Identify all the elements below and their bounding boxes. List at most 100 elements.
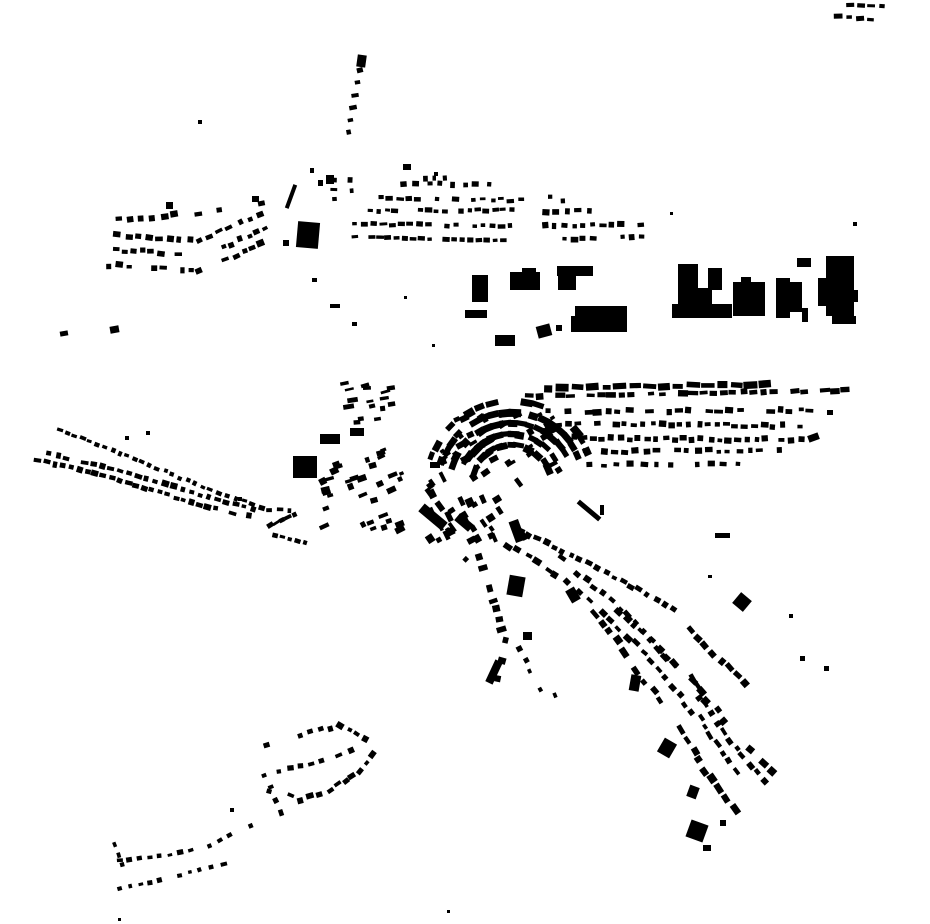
building-historic-core — [508, 459, 516, 466]
building-east-residential — [686, 381, 701, 388]
building-east-residential — [705, 409, 714, 414]
building-southwest-hamlet — [247, 822, 254, 829]
building-east-residential — [647, 391, 655, 396]
building-south-valley — [629, 621, 638, 630]
building-east-residential — [685, 421, 691, 428]
building-historic-core — [498, 412, 506, 419]
building-southwest-hamlet — [146, 879, 153, 886]
building-south-valley — [717, 656, 727, 667]
building-west-road — [84, 468, 92, 475]
building-north-strip — [393, 235, 400, 240]
building-south-valley — [512, 544, 522, 554]
building-north-strip — [574, 207, 582, 213]
building-south-valley — [724, 661, 735, 673]
building-west-road — [302, 539, 308, 546]
building-southwest-hamlet — [187, 869, 193, 875]
building-west-road — [62, 455, 70, 462]
building-north-strip — [347, 177, 353, 183]
building-south-valley — [589, 583, 598, 592]
building-north-strip — [506, 198, 515, 204]
building-southwest-hamlet — [167, 853, 173, 857]
building-west-civic — [359, 520, 367, 529]
building-north-residential — [169, 210, 179, 218]
building-north-civic — [295, 221, 321, 249]
building-east-residential — [574, 421, 582, 426]
building-east-residential — [625, 407, 634, 413]
building-south-valley — [734, 745, 741, 752]
building-north-strip — [378, 194, 384, 200]
building-historic-core — [572, 450, 582, 461]
building-south-valley — [592, 563, 602, 573]
building-southwest-hamlet — [125, 856, 133, 863]
building-north-residential — [115, 216, 123, 221]
building-south-valley — [477, 563, 489, 572]
building-historic-core — [418, 503, 448, 531]
building-east-residential — [760, 388, 767, 396]
building-west-road — [110, 447, 117, 454]
building-historic-core — [446, 526, 456, 536]
building-south-valley — [688, 675, 699, 686]
building-west-civic — [353, 419, 361, 425]
building-industrial — [495, 335, 515, 346]
building-east-residential — [722, 421, 731, 426]
building-historic-core — [478, 494, 487, 505]
building-southwest-hamlet — [187, 847, 194, 853]
building-historic-core — [444, 510, 454, 523]
building-north-civic — [310, 168, 314, 173]
building-historic-core — [485, 399, 499, 408]
building-north-spur — [347, 117, 354, 123]
building-east-residential — [731, 424, 738, 429]
building-east-residential — [751, 424, 759, 429]
building-west-civic — [320, 434, 340, 444]
building-west-road — [106, 465, 115, 472]
building-west-road — [213, 496, 222, 503]
building-west-civic — [344, 387, 354, 392]
building-historic-core — [491, 494, 503, 505]
building-north-civic — [284, 184, 298, 209]
building-west-road — [131, 482, 140, 489]
building-south-valley — [630, 665, 641, 677]
building-historic-core — [487, 410, 500, 420]
building-east-residential — [663, 435, 670, 441]
building-north-strip — [551, 222, 557, 230]
building-historic-core — [514, 431, 525, 440]
building-southwest-hamlet — [277, 808, 285, 817]
building-east-residential — [654, 461, 659, 468]
building-north-residential — [166, 235, 175, 243]
building-south-valley — [683, 735, 692, 745]
building-west-road — [271, 532, 279, 539]
building-west-road — [55, 452, 62, 459]
building-north-residential — [112, 230, 121, 238]
building-historic-core — [561, 432, 574, 446]
building-isolated — [330, 304, 340, 308]
building-west-road — [93, 441, 101, 448]
building-southwest-hamlet — [276, 769, 282, 774]
building-west-road — [180, 497, 186, 503]
building-south-valley — [720, 727, 728, 736]
building-south-valley — [707, 709, 716, 717]
building-north-strip — [547, 194, 553, 199]
building-east-residential — [701, 383, 715, 388]
building-east-residential — [798, 436, 805, 443]
building-west-road — [202, 503, 212, 512]
building-north-residential — [166, 202, 173, 209]
building-west-road — [151, 478, 159, 485]
building-north-residential — [220, 243, 227, 250]
building-north-strip — [491, 198, 496, 203]
building-south-valley — [639, 627, 648, 636]
building-north-residential — [156, 250, 166, 257]
building-north-civic — [329, 177, 337, 183]
building-south-valley — [697, 713, 706, 722]
building-southwest-hamlet — [363, 759, 370, 766]
building-west-road — [131, 456, 139, 463]
building-southwest-hamlet — [287, 792, 295, 799]
building-industrial — [522, 268, 536, 274]
building-industrial — [558, 275, 576, 290]
building-southwest-hamlet — [326, 786, 335, 795]
building-southwest-hamlet — [335, 720, 345, 731]
building-historic-core — [508, 419, 518, 428]
building-north-strip — [385, 195, 393, 201]
building-historic-core — [424, 533, 436, 545]
building-south-valley — [653, 595, 662, 604]
building-east-residential — [719, 390, 728, 396]
